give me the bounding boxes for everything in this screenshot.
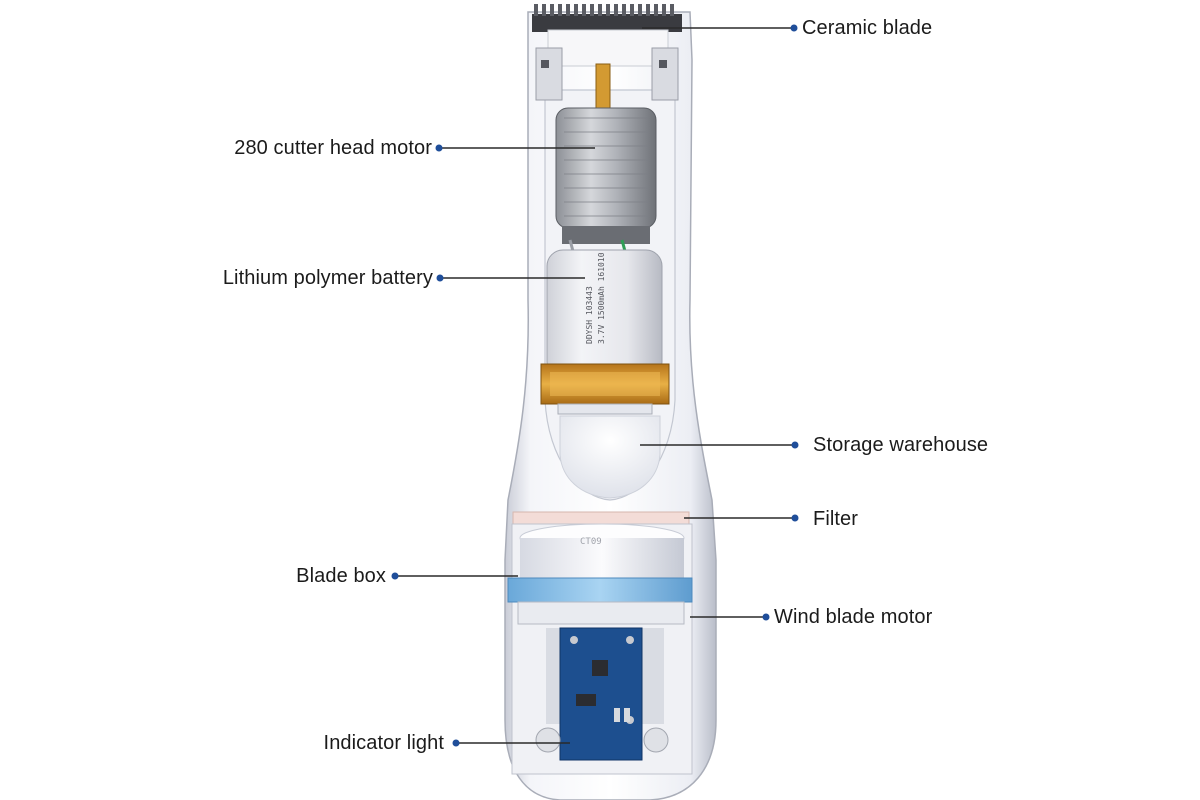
label-blade-box: Blade box (296, 565, 386, 587)
fan-print: CT09 (580, 537, 602, 547)
label-cutter-head-motor: 280 cutter head motor (234, 137, 432, 159)
dot-cutter-head-motor (435, 144, 443, 152)
label-wind-blade-motor: Wind blade motor (774, 606, 933, 628)
battery-print-line2: 3.7V 1500mAh 161010 (597, 252, 606, 344)
label-storage-warehouse: Storage warehouse (813, 434, 989, 456)
dot-storage-warehouse (791, 441, 799, 449)
battery-print-line1: DDYSH 103443 (585, 286, 594, 344)
dot-indicator-light (452, 739, 460, 747)
storage-warehouse (559, 415, 661, 499)
ceramic-blade (532, 4, 682, 113)
control-pcb (535, 627, 669, 761)
lithium-polymer-battery: DDYSH 103443 3.7V 1500mAh 161010 (540, 249, 670, 415)
dot-wind-blade-motor (762, 613, 770, 621)
dot-ceramic-blade (790, 24, 798, 32)
leader-lines (397, 27, 792, 744)
dot-battery (436, 274, 444, 282)
label-ceramic-blade: Ceramic blade (802, 17, 933, 39)
dot-filter (791, 514, 799, 522)
blade-box: CT09 (519, 523, 685, 578)
label-filter: Filter (813, 508, 859, 530)
callout-dots (391, 24, 799, 747)
cutter-head-motor (555, 107, 657, 256)
wind-blade-motor (507, 577, 693, 625)
dot-blade-box (391, 572, 399, 580)
label-indicator-light: Indicator light (323, 732, 444, 754)
label-lithium-polymer-battery: Lithium polymer battery (222, 267, 433, 289)
